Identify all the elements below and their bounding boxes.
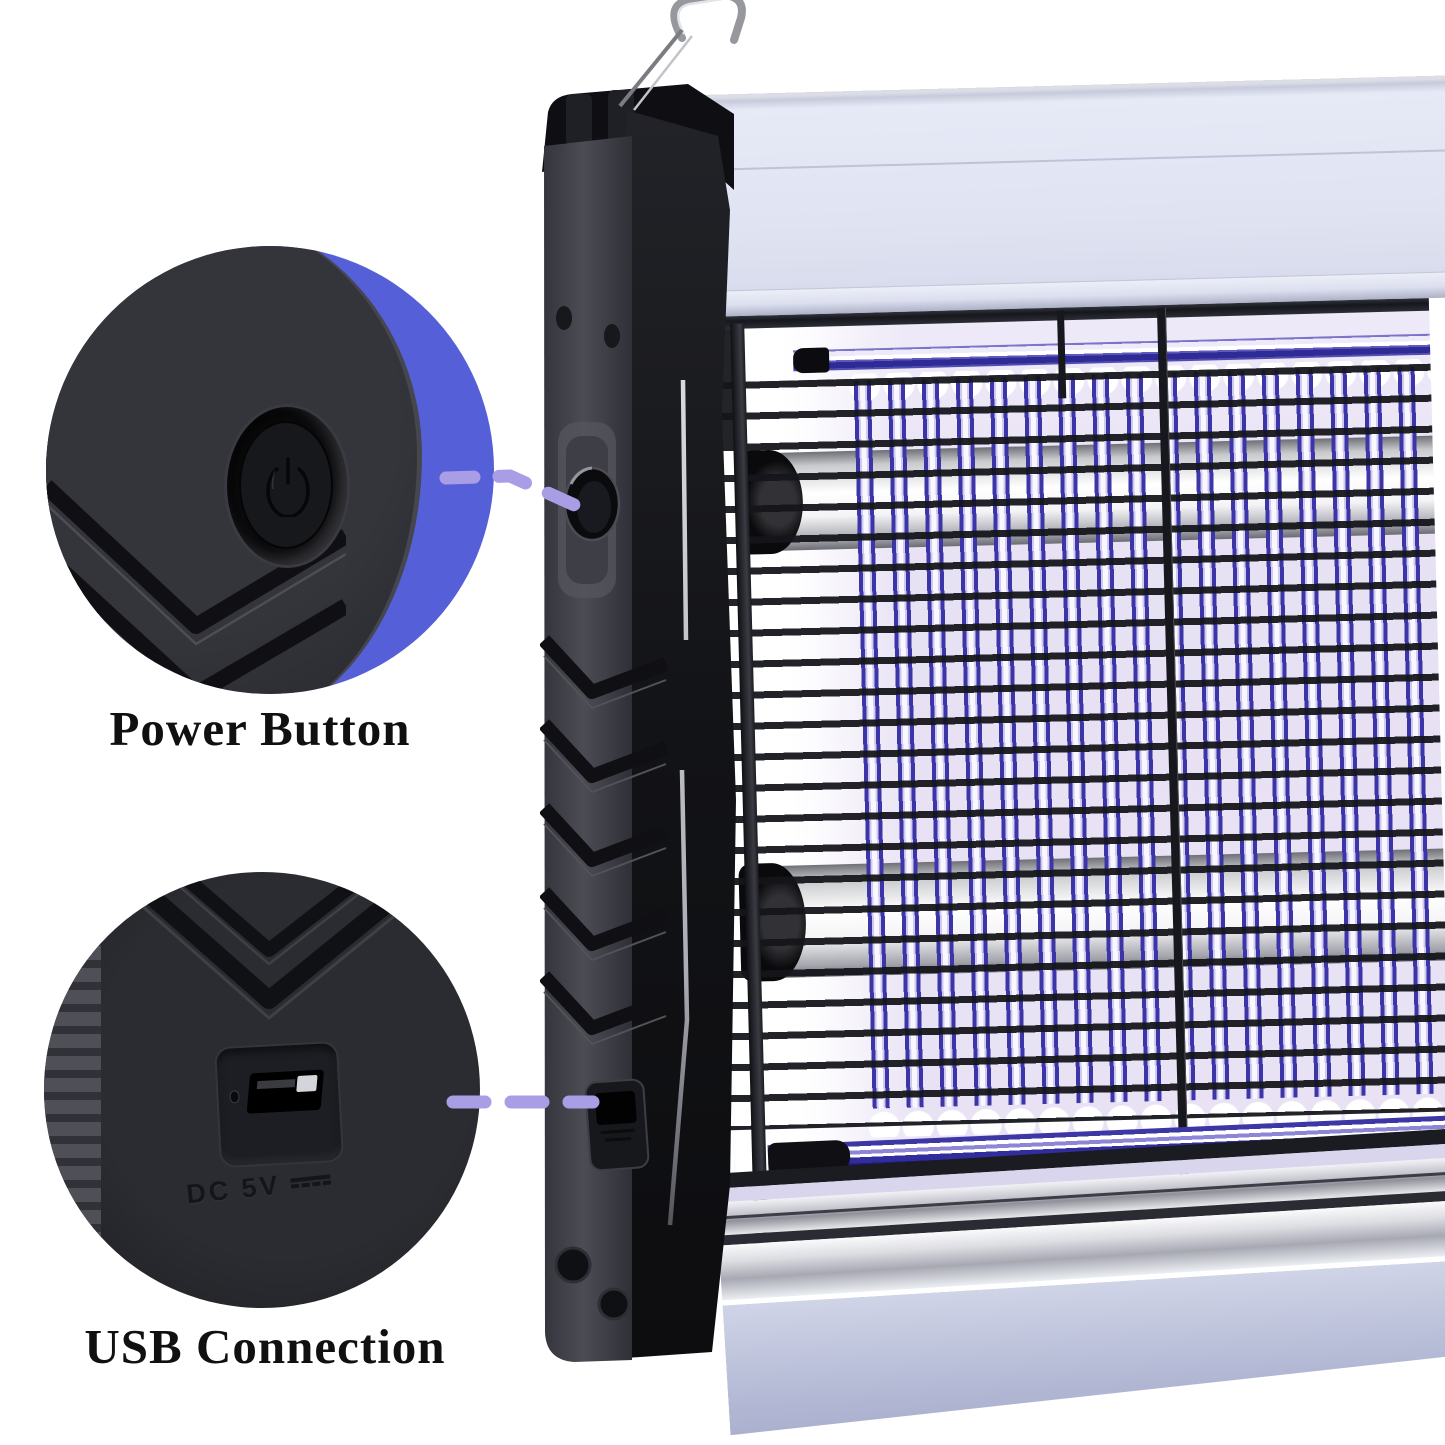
side-pillar-graphic <box>540 84 736 1362</box>
inset-chevron-grooves <box>118 872 420 1020</box>
mounting-hole <box>554 1246 592 1284</box>
grid-wires <box>697 363 1445 1131</box>
dc-marking: DC 5V <box>185 1165 332 1210</box>
housing-seam-line <box>699 149 1445 172</box>
side-pillar <box>540 80 745 1375</box>
screw-hole <box>604 324 620 348</box>
usb-callout-connector <box>446 1095 600 1109</box>
hanger-slot <box>566 94 592 146</box>
pillar-accent-line <box>667 379 690 1226</box>
mounting-hole <box>597 1287 631 1321</box>
pillar-side-face <box>626 110 736 1358</box>
usb-port-closeup <box>246 1069 325 1114</box>
power-callout-connector <box>439 469 597 519</box>
inset-texture-band <box>44 872 101 1308</box>
dc-symbol-icon <box>289 1174 331 1189</box>
screw-hole <box>556 306 572 330</box>
grid-contents <box>683 271 1445 1445</box>
power-button-face <box>239 421 333 549</box>
indicator-pinhole <box>229 1090 240 1104</box>
top-housing <box>697 75 1445 317</box>
electric-grid <box>700 290 1445 1445</box>
usb-inset: DC 5V <box>44 872 480 1308</box>
power-button-closeup <box>224 404 350 568</box>
bottom-reflector <box>714 1127 1445 1445</box>
power-button-inset <box>46 246 494 694</box>
pillar-chevrons <box>540 635 669 1045</box>
hanging-hook-icon <box>618 0 746 111</box>
power-button-label: Power Button <box>109 701 411 756</box>
dc-voltage-label: DC 5V <box>184 1169 282 1209</box>
usb-port-recess <box>213 1040 345 1169</box>
lamp-end-cap <box>792 347 830 374</box>
power-icon <box>266 457 310 517</box>
device-usb-port <box>584 1078 650 1172</box>
usb-connection-label: USB Connection <box>84 1319 446 1374</box>
